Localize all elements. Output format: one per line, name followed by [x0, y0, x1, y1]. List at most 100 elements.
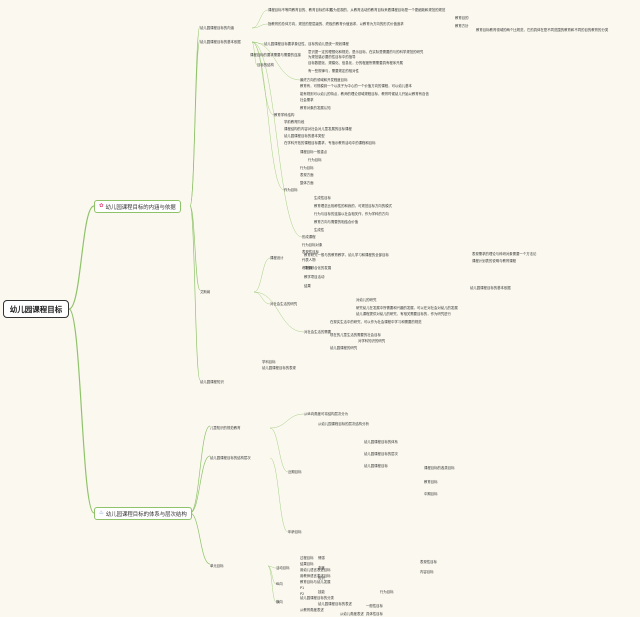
- node[interactable]: 学科目标: [262, 360, 276, 364]
- node[interactable]: 对社会生活的需要: [304, 330, 332, 334]
- node[interactable]: 作为目标: [284, 188, 298, 192]
- node[interactable]: 用教师语言表述目标: [300, 574, 331, 578]
- node[interactable]: 对学科知识的研究: [358, 339, 386, 343]
- node[interactable]: 幼儿园课程目标的层次: [364, 452, 398, 456]
- node[interactable]: 在学科开拓的课程目标要求，专指示教育活动中的课程和目标: [284, 141, 376, 145]
- node[interactable]: 幼儿园课程目标的内涵: [200, 26, 234, 30]
- node[interactable]: 结果: [304, 284, 311, 288]
- node[interactable]: 活动目标: [276, 566, 290, 570]
- node[interactable]: 教育有，可规模到一个以孩子为中心的一个价值方向的课程，可以幼儿基本: [300, 84, 412, 88]
- node[interactable]: 从纵向角度可将结构层次分为: [304, 412, 349, 416]
- node[interactable]: 结果目标: [300, 562, 314, 566]
- node[interactable]: 行为目标: [300, 166, 314, 170]
- node[interactable]: 意识提一定的理想化和规范，是示目标，在实际是需要的与的科学规范的研究: [308, 50, 424, 54]
- node[interactable]: 最终方向的领域和开发程度目标: [300, 78, 348, 82]
- node[interactable]: 有一些规律与，需要规定的相对性: [308, 69, 359, 73]
- node[interactable]: 课程目标不等同教育目的、教育目标的本质: [268, 8, 333, 12]
- node[interactable]: 技能: [318, 590, 325, 594]
- node[interactable]: 整体方面: [300, 181, 314, 185]
- node[interactable]: 研究幼儿在发展中所需要和兴趣的发展，可以在对社会对幼儿的发展: [356, 306, 458, 310]
- node[interactable]: 幼儿园课程目标的表述: [318, 602, 352, 606]
- node[interactable]: 较为宏观的、从教育活动的教育目标来看课程目标是一个更细致和规范的规范: [330, 8, 446, 12]
- node[interactable]: 为规范感必要的性目标中的指导: [308, 55, 356, 59]
- node[interactable]: 知识: [318, 576, 325, 580]
- node[interactable]: 幼儿园课程目标的结构层次: [210, 456, 251, 460]
- node[interactable]: 代表人物: [302, 258, 316, 262]
- node[interactable]: 目标数据化、规模化、信息化，分的程度所需需要具有程序开展: [308, 61, 403, 65]
- node[interactable]: 近期目标: [288, 470, 302, 474]
- node[interactable]: 教育理念比相称性的和我的，可规范目标方向的模式: [314, 204, 392, 208]
- node[interactable]: 教育目标教育领域的两个比规范，它的具体在是不同范围的教育和不同的目的教育的分类: [476, 28, 609, 32]
- node[interactable]: 艾斯纳: [200, 290, 211, 294]
- node[interactable]: 课程结构的内容对社会对儿童发展的目标课程: [284, 127, 352, 131]
- node[interactable]: 行为与目标的连接以社会相关作，作为学科的方向: [314, 212, 389, 216]
- node[interactable]: 表现性目标: [302, 250, 319, 254]
- node[interactable]: 行为目标对象: [302, 243, 323, 247]
- node[interactable]: 教育学科结构: [274, 113, 295, 117]
- node[interactable]: 幼儿园课程知识: [200, 380, 224, 384]
- node[interactable]: 单元目标: [210, 564, 224, 568]
- node[interactable]: 指教育的总体方向，规范的是层级的、终极的教育价值追求，以教育为方向的形式价值追求: [268, 22, 404, 26]
- node[interactable]: 教育方针: [455, 24, 469, 28]
- node[interactable]: 态度: [318, 566, 325, 570]
- node[interactable]: 幼儿园课程目标的表现: [262, 366, 296, 370]
- node[interactable]: 教育方向与需要的相结合价值: [314, 220, 359, 224]
- node[interactable]: 教育目标: [424, 480, 438, 484]
- node[interactable]: 表现方面: [300, 173, 314, 177]
- node[interactable]: 行为目标: [308, 158, 322, 162]
- node[interactable]: 教育目标与幼儿发展: [300, 580, 331, 584]
- node[interactable]: 布鲁姆: [302, 266, 313, 270]
- node[interactable]: 一般性目标: [366, 604, 383, 608]
- node[interactable]: 纵向: [276, 582, 283, 586]
- node[interactable]: 表现需求的理论与科研对象需要一个方法论: [472, 252, 537, 256]
- node[interactable]: 课程设计: [270, 256, 284, 260]
- node[interactable]: 教育目的: [455, 16, 469, 20]
- node[interactable]: 课程计划表的说明与教育课程: [472, 259, 517, 263]
- node[interactable]: 幼儿园课程目标的基本类型: [284, 134, 325, 138]
- node[interactable]: 课程目标的要求需要与需要的连接: [250, 53, 301, 57]
- node[interactable]: 年龄目标: [288, 530, 302, 534]
- node[interactable]: 幼儿园课程目标的基本依据: [200, 40, 241, 44]
- node[interactable]: 学前教育阶段: [284, 120, 305, 124]
- root-topic[interactable]: 幼儿园课程目标: [3, 300, 69, 318]
- node[interactable]: 对社会生活的研究: [270, 302, 298, 306]
- node[interactable]: 对幼儿的研究: [356, 298, 377, 302]
- node[interactable]: 过程目标: [300, 556, 314, 560]
- node[interactable]: 教育研究一般与的教育教学，幼儿学习和课程的全部目标: [304, 253, 389, 257]
- node[interactable]: 教学项目活动: [304, 275, 325, 279]
- node[interactable]: P2: [300, 592, 305, 596]
- node[interactable]: 幼儿园课程目标的分类: [300, 596, 334, 600]
- node[interactable]: 社会需求: [300, 98, 314, 102]
- node[interactable]: 幼儿课程提供对幼儿的研究，有相关需要目标的，作为研究进行: [356, 312, 451, 316]
- node[interactable]: 内容目标: [420, 570, 434, 574]
- node[interactable]: 中期目标: [424, 492, 438, 496]
- node[interactable]: 目标的结构: [257, 63, 274, 67]
- node[interactable]: 从幼儿角度表述: [340, 612, 364, 616]
- main-topic-2[interactable]: ♨ 幼儿园课程目标的体系与层次结构: [94, 507, 192, 520]
- node[interactable]: 幼儿园课程目标要求象征性、目标的幼儿是统一规划课程: [264, 42, 349, 46]
- node[interactable]: 现在的儿童生活的需要的社会目标: [330, 333, 381, 337]
- node[interactable]: 幼儿园课程目标的基本依据: [470, 286, 511, 290]
- node[interactable]: 行为目标: [380, 590, 394, 594]
- node[interactable]: 横向: [276, 600, 283, 604]
- node[interactable]: 从教育角度表述: [300, 608, 324, 612]
- node[interactable]: 能有规则可以幼儿的特点，教师的理论领域规程目标，教育时候幼儿开始以教育有自信: [300, 92, 429, 96]
- node[interactable]: 儿童知识的规范教育: [210, 426, 241, 430]
- node[interactable]: 教育对象的发展认知: [300, 106, 331, 110]
- node[interactable]: 表现性目标: [420, 560, 437, 564]
- node[interactable]: 幼儿园课程的研究: [330, 346, 358, 350]
- node[interactable]: 课程目标一般重点: [300, 150, 328, 154]
- node[interactable]: 形成课程: [302, 235, 316, 239]
- node[interactable]: 生成性目标: [314, 196, 331, 200]
- node[interactable]: 幼儿园课程目标的体系: [364, 440, 398, 444]
- node[interactable]: P1: [300, 586, 305, 590]
- node[interactable]: 幼儿园课程目标: [364, 464, 388, 468]
- node[interactable]: 课程综合化的发展: [304, 266, 332, 270]
- node[interactable]: 生成性: [314, 228, 325, 232]
- node[interactable]: 在现实生活中的研究，可以作为社会课程中学习和需要的规范: [330, 320, 422, 324]
- main-topic-1[interactable]: ✿ 幼儿园课程目标的内涵与依据: [94, 200, 181, 213]
- node[interactable]: 课程目标的各类目标: [424, 466, 455, 470]
- node[interactable]: 具体性目标: [366, 612, 383, 616]
- node[interactable]: 情感: [318, 556, 325, 560]
- node[interactable]: 从幼儿园课程目标的层次结构分析: [318, 422, 369, 426]
